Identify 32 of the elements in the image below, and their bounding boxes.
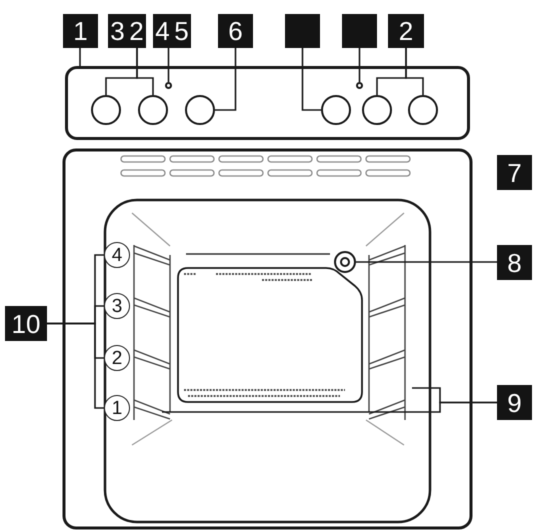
callout-number: 9 (497, 385, 532, 420)
leader-line (136, 48, 154, 95)
callout-tag (342, 14, 377, 48)
callout-number: 5 (172, 14, 191, 48)
callout-number: 2 (127, 14, 146, 48)
control-knob (91, 95, 121, 125)
leader-line (356, 261, 497, 263)
control-knob (138, 95, 168, 125)
callout-number: 7 (497, 155, 532, 190)
leader-line (215, 48, 236, 111)
control-knob (185, 95, 215, 125)
leader-line (358, 48, 360, 82)
leader-line (162, 402, 497, 413)
callout-number: 8 (497, 245, 532, 280)
callout-number: 3 (108, 14, 127, 48)
callout-number: 2 (388, 14, 424, 48)
leader-line (47, 322, 104, 409)
control-knob (321, 95, 351, 125)
leader-line (79, 48, 81, 66)
callout-number: 4 (153, 14, 172, 48)
callout-number: 1 (63, 14, 98, 48)
leader-line (168, 48, 170, 82)
leader-line (405, 48, 424, 95)
callout-number: 6 (218, 14, 253, 48)
control-knob (408, 95, 438, 125)
control-panel (65, 66, 470, 140)
leader-line (302, 48, 321, 111)
control-knob (362, 95, 392, 125)
indicator-light (165, 82, 172, 89)
callout-number: 10 (5, 306, 47, 341)
indicator-light (356, 82, 363, 89)
callout-tag (285, 14, 320, 48)
